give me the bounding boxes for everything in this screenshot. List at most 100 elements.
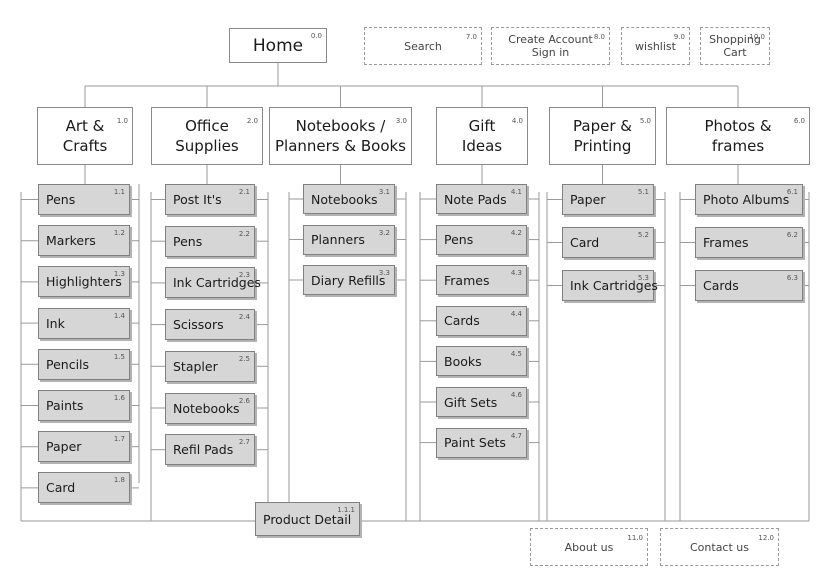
category-art-crafts-item[interactable]: Pencils 1.5 bbox=[38, 348, 130, 380]
product-detail-label: Product Detail bbox=[263, 511, 352, 527]
category-office-supplies-item-number: 2.3 bbox=[238, 271, 250, 280]
category-office-supplies-item-label: Notebooks bbox=[173, 400, 240, 416]
category-gift-ideas-item[interactable]: Books 4.5 bbox=[436, 346, 527, 377]
category-art-crafts-item[interactable]: Markers 1.2 bbox=[38, 225, 130, 257]
category-art-crafts-item[interactable]: Paper 1.7 bbox=[38, 431, 130, 463]
category-gift-ideas-item-label: Paint Sets bbox=[444, 435, 506, 451]
category-art-crafts-item-label: Paints bbox=[46, 398, 84, 413]
category-photos-frames-item-label: Photo Albums bbox=[703, 192, 790, 207]
category-office-supplies-item-number: 2.2 bbox=[238, 229, 250, 238]
category-gift-ideas-item-label: Frames bbox=[444, 272, 490, 288]
category-art-crafts-item-label: Markers bbox=[46, 233, 96, 249]
category-photos-frames-item-number: 6.2 bbox=[786, 231, 798, 239]
category-art-crafts-item-number: 1.6 bbox=[113, 394, 125, 402]
product-detail-number: 1.1.1 bbox=[337, 506, 355, 514]
utility-wishlist-number: 9.0 bbox=[673, 33, 685, 41]
category-office-supplies-item-label: Stapler bbox=[173, 358, 218, 374]
category-art-crafts-item-number: 1.1 bbox=[113, 188, 125, 196]
category-office-supplies-number: 2.0 bbox=[246, 117, 258, 125]
product-detail-node[interactable]: Product Detail 1.1.1 bbox=[255, 502, 360, 536]
category-paper-printing[interactable]: Paper & Printing 5.0 bbox=[549, 107, 656, 165]
category-photos-frames-item-number: 6.1 bbox=[786, 188, 798, 196]
category-photos-frames-label: Photos & frames bbox=[704, 117, 772, 155]
category-notebooks-planners-item-label: Planners bbox=[311, 232, 365, 247]
category-gift-ideas-item-number: 4.7 bbox=[510, 431, 522, 440]
category-paper-printing-item-number: 5.1 bbox=[637, 188, 649, 196]
category-gift-ideas-item-label: Gift Sets bbox=[444, 394, 498, 410]
category-paper-printing-label: Paper & Printing bbox=[573, 117, 632, 155]
category-gift-ideas-item-number: 4.4 bbox=[510, 309, 522, 318]
category-office-supplies-item-number: 2.4 bbox=[238, 313, 250, 322]
category-art-crafts-item-number: 1.2 bbox=[113, 229, 125, 238]
category-office-supplies-item[interactable]: Stapler 2.5 bbox=[165, 350, 255, 382]
category-paper-printing-item-label: Ink Cartridges bbox=[570, 278, 658, 293]
category-gift-ideas-item[interactable]: Cards 4.4 bbox=[436, 305, 527, 336]
category-gift-ideas-item-number: 4.1 bbox=[510, 188, 522, 196]
category-gift-ideas-item[interactable]: Frames 4.3 bbox=[436, 265, 527, 296]
category-art-crafts-item-number: 1.5 bbox=[113, 352, 125, 361]
category-paper-printing-item-number: 5.3 bbox=[637, 274, 649, 282]
category-gift-ideas-item-number: 4.2 bbox=[510, 228, 522, 237]
category-office-supplies-item-label: Post It's bbox=[173, 192, 222, 207]
category-paper-printing-number: 5.0 bbox=[639, 117, 651, 125]
utility-shopping-cart-label: Shopping Cart bbox=[709, 33, 761, 59]
category-office-supplies-item-number: 2.5 bbox=[238, 354, 250, 363]
category-art-crafts-item-label: Pencils bbox=[46, 356, 90, 372]
category-photos-frames-item-label: Cards bbox=[703, 278, 739, 293]
footer-contact-us-label: Contact us bbox=[690, 540, 749, 554]
category-gift-ideas-item-number: 4.3 bbox=[510, 269, 522, 278]
home-label: Home bbox=[252, 35, 304, 56]
category-art-crafts-item-number: 1.7 bbox=[113, 435, 125, 444]
category-art-crafts-item-number: 1.3 bbox=[113, 270, 125, 279]
category-office-supplies-item-label: Ink Cartridges bbox=[173, 275, 261, 291]
home-node[interactable]: Home 0.0 bbox=[229, 28, 327, 63]
category-notebooks-planners-number: 3.0 bbox=[395, 117, 407, 125]
category-office-supplies-item-label: Scissors bbox=[173, 317, 224, 333]
category-notebooks-planners-item-label: Notebooks bbox=[311, 191, 378, 207]
category-art-crafts-item-label: Paper bbox=[46, 439, 82, 455]
category-office-supplies-item[interactable]: Scissors 2.4 bbox=[165, 309, 255, 341]
category-gift-ideas-item[interactable]: Paint Sets 4.7 bbox=[436, 427, 527, 458]
category-art-crafts-item[interactable]: Paints 1.6 bbox=[38, 390, 130, 421]
category-art-crafts-item-number: 1.8 bbox=[113, 476, 125, 485]
utility-create-account-number: 8.0 bbox=[593, 33, 605, 41]
utility-search-number: 7.0 bbox=[465, 33, 477, 41]
category-gift-ideas-item-label: Books bbox=[444, 353, 482, 369]
category-gift-ideas-item-number: 4.5 bbox=[510, 350, 522, 359]
category-gift-ideas-item-label: Cards bbox=[444, 313, 480, 329]
category-gift-ideas-number: 4.0 bbox=[511, 117, 523, 125]
